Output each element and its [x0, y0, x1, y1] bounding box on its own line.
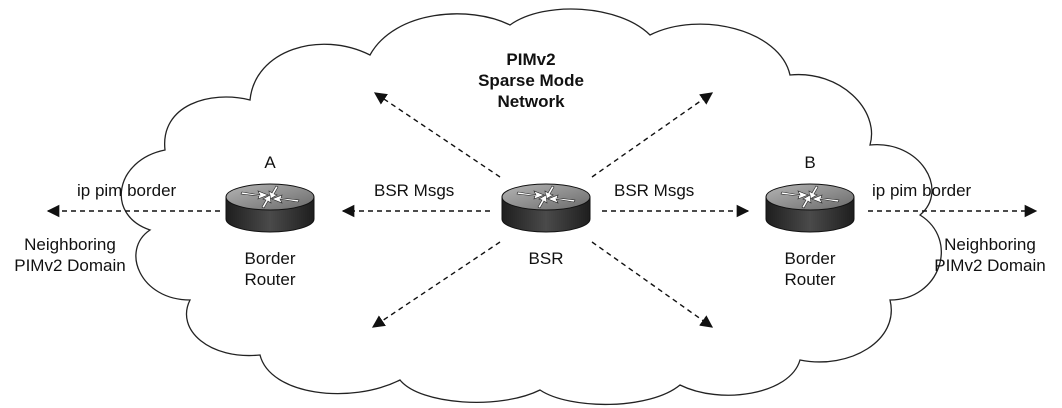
network-title: PIMv2 Sparse Mode Network	[431, 49, 631, 112]
neighbor-domain-right: Neighboring PIMv2 Domain	[920, 234, 1060, 276]
router-a-icon	[225, 183, 315, 233]
border-label-right: ip pim border	[872, 181, 972, 200]
router-b-caption-line-2: Router	[784, 270, 836, 289]
neighbor-left-line-1: Neighboring	[24, 235, 116, 254]
bsr-router-icon	[501, 183, 591, 233]
neighbor-right-line-1: Neighboring	[944, 235, 1036, 254]
bsr-caption: BSR	[528, 249, 564, 268]
arrow-up-left	[373, 92, 501, 178]
router-b-letter: B	[804, 153, 816, 172]
neighbor-left-line-2: PIMv2 Domain	[14, 256, 126, 275]
arrow-down-left	[371, 241, 501, 328]
router-a-caption-line-1: Border	[244, 249, 296, 268]
router-a-caption: Border Router	[220, 248, 320, 290]
title-line-2: Sparse Mode	[478, 71, 584, 90]
router-a-letter: A	[264, 153, 276, 172]
neighbor-domain-left: Neighboring PIMv2 Domain	[0, 234, 140, 276]
arrow-down-right	[591, 241, 714, 328]
bsr-msgs-label-left: BSR Msgs	[374, 181, 455, 200]
border-label-left: ip pim border	[77, 181, 177, 200]
neighbor-right-line-2: PIMv2 Domain	[934, 256, 1046, 275]
title-line-3: Network	[497, 92, 565, 111]
bsr-msgs-label-right: BSR Msgs	[614, 181, 695, 200]
router-b-caption-line-1: Border	[784, 249, 836, 268]
router-b-icon	[765, 183, 855, 233]
arrow-up-right	[591, 92, 714, 178]
router-b-caption: Border Router	[760, 248, 860, 290]
router-a-caption-line-2: Router	[244, 270, 296, 289]
title-line-1: PIMv2	[506, 50, 556, 69]
